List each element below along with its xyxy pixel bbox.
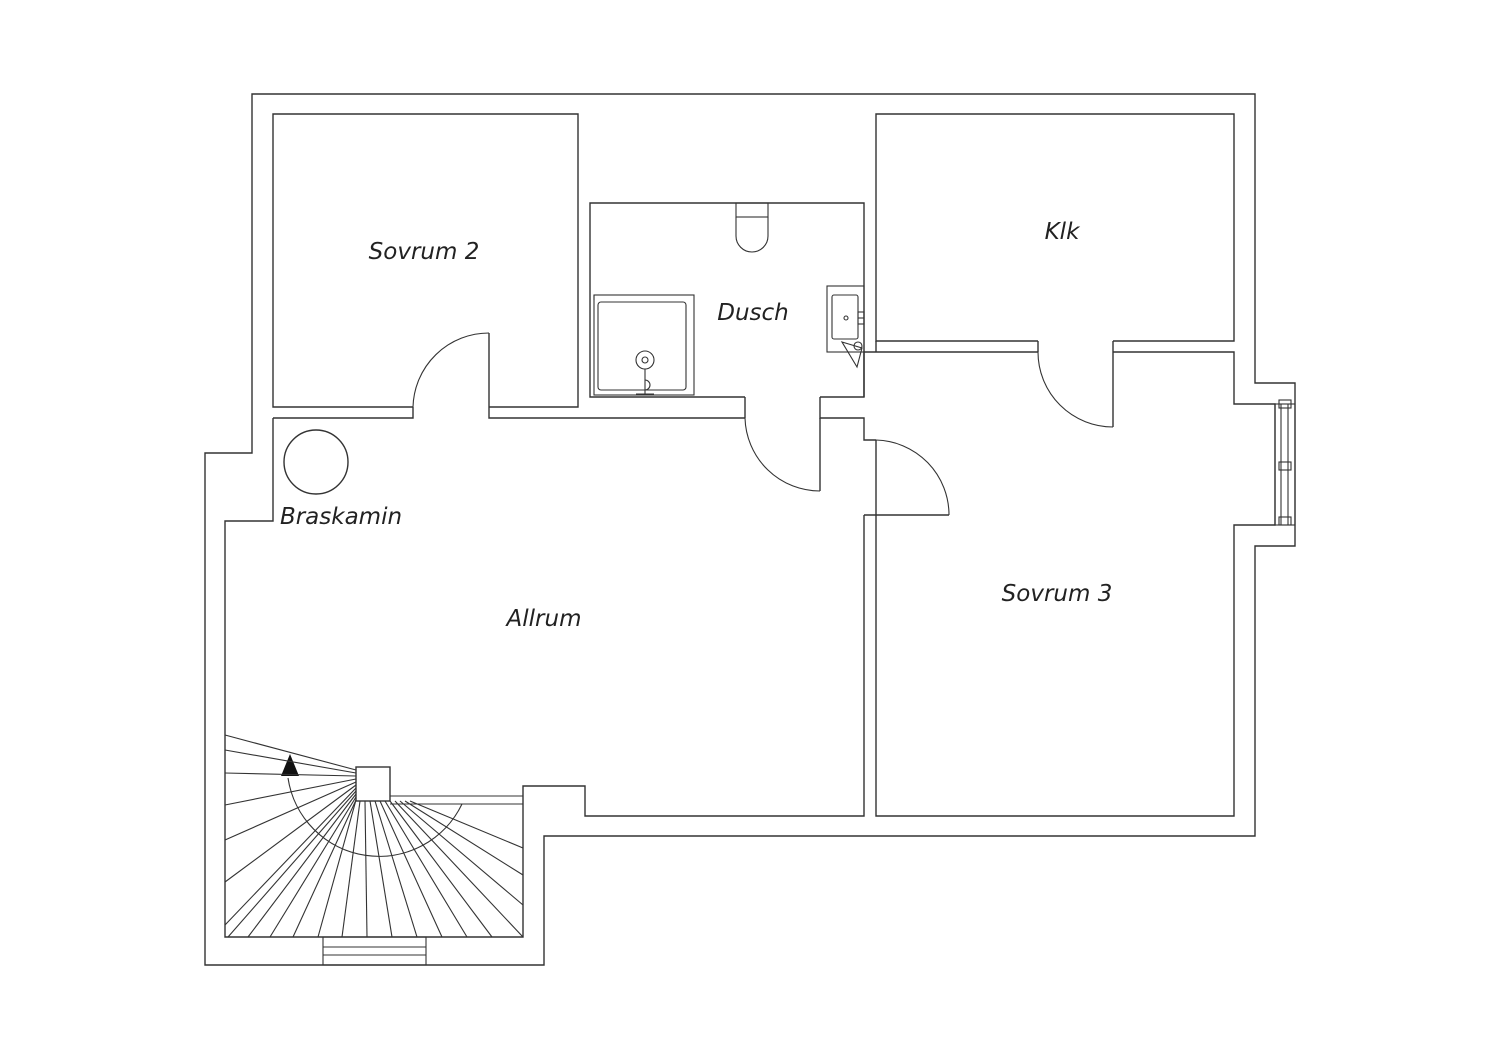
stair-tread — [409, 800, 524, 849]
stair-tread — [224, 787, 357, 926]
label-klk: Klk — [1045, 219, 1081, 245]
arrow-up-icon — [281, 754, 299, 776]
door-dusch — [744, 417, 821, 492]
allrum-inner-wall — [224, 418, 865, 938]
label-sovrum3: Sovrum 3 — [1002, 581, 1113, 607]
label-dusch: Dusch — [717, 300, 789, 326]
stair-tread — [269, 796, 357, 938]
label-braskamin: Braskamin — [280, 504, 402, 530]
stair-tread — [292, 799, 357, 938]
sink-icon — [826, 285, 865, 369]
stair-tread — [224, 784, 357, 883]
door-sovrum3 — [875, 439, 950, 516]
stair-tread — [224, 772, 357, 777]
stair-tread — [394, 800, 524, 938]
stair-tread — [224, 749, 357, 774]
stair-tread — [224, 778, 357, 806]
shower-icon — [593, 294, 695, 396]
outer-wall-outer — [204, 93, 1296, 966]
fireplace-circle — [283, 429, 349, 495]
sovrum2-wall — [272, 113, 579, 408]
dusch-wall — [589, 202, 865, 398]
stair-tread — [379, 800, 443, 938]
corridor-wall-top — [488, 341, 877, 516]
toilet-icon — [735, 202, 769, 253]
window-south — [322, 936, 427, 966]
stair-tread — [341, 800, 361, 938]
label-allrum: Allrum — [505, 606, 582, 632]
stair-tread — [247, 793, 357, 938]
stair-tread — [374, 800, 418, 938]
door-sovrum2 — [412, 332, 490, 408]
klk-wall — [875, 113, 1235, 342]
stair-tread — [317, 799, 357, 938]
dusch-side-wall — [863, 351, 876, 397]
door-klk — [1037, 351, 1114, 428]
label-sovrum2: Sovrum 2 — [369, 239, 480, 265]
stair-tread — [404, 800, 524, 876]
spiral-stair — [224, 734, 524, 938]
stair-tread — [224, 734, 357, 771]
stair-tread — [224, 781, 357, 841]
stair-tread — [369, 800, 393, 938]
klk-door-jamb — [1037, 341, 1114, 352]
allrum-top-wall — [273, 407, 414, 419]
stair-tread — [364, 800, 368, 938]
stair-tread — [389, 800, 493, 938]
stair-tread — [227, 790, 357, 938]
stair-tread — [399, 800, 524, 906]
window-east — [1274, 399, 1296, 526]
stair-tread — [384, 800, 468, 938]
stair-newel — [355, 766, 391, 802]
